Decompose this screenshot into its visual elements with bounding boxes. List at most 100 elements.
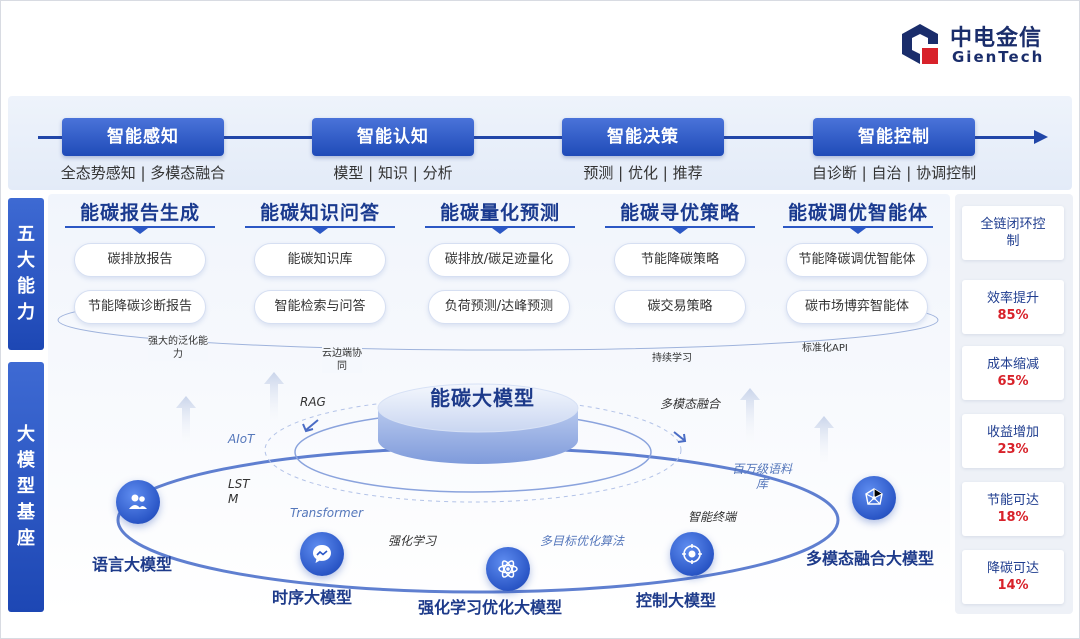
feature-cloud-edge: 云边端协 同 bbox=[322, 347, 362, 373]
side-char: 五 bbox=[17, 224, 35, 245]
tech-label-part: 库 bbox=[756, 477, 769, 491]
stat-label: 成本缩减 bbox=[986, 357, 1039, 372]
stat-card-carbon-reduction: 降碳可达 14% bbox=[962, 550, 1064, 604]
cap-item: 节能降碳调优智能体 bbox=[786, 243, 928, 277]
gientech-logo: 中电金信 GienTech bbox=[894, 18, 1064, 70]
model-control: 控制大模型 bbox=[636, 591, 717, 610]
side-char: 基 bbox=[17, 502, 35, 523]
chat-bubble-icon bbox=[300, 532, 344, 576]
up-arrow-icon bbox=[740, 388, 760, 450]
cap-item: 碳交易策略 bbox=[614, 290, 746, 324]
stat-label: 收益增加 bbox=[986, 425, 1039, 440]
stat-label-line2: 制 bbox=[1006, 234, 1020, 249]
tech-label-lstm: LST M bbox=[228, 477, 250, 507]
pill-cognition-sub: 模型 | 知识 | 分析 bbox=[333, 164, 453, 182]
side-char: 能 bbox=[17, 276, 35, 297]
feature-label: 云边端协 bbox=[322, 348, 362, 359]
side-char: 型 bbox=[17, 476, 35, 497]
cap-item: 能碳知识库 bbox=[254, 243, 386, 277]
stat-card-cost: 成本缩减 65% bbox=[962, 346, 1064, 400]
target-icon bbox=[670, 532, 714, 576]
cap-underline bbox=[65, 226, 215, 234]
network-icon bbox=[852, 476, 896, 520]
capability-ring bbox=[57, 300, 939, 351]
core-disk-top bbox=[377, 383, 579, 433]
orbit-arrow-icon bbox=[673, 431, 685, 441]
tech-label-rag: RAG bbox=[300, 395, 326, 409]
up-arrow-icon bbox=[176, 396, 196, 450]
up-arrows bbox=[176, 372, 834, 470]
model-rl-optimization: 强化学习优化大模型 bbox=[418, 598, 563, 617]
stat-value: 14% bbox=[997, 578, 1029, 593]
tech-label-terminal: 智能终端 bbox=[688, 510, 737, 524]
feature-generalization: 强大的泛化能 力 bbox=[148, 335, 208, 361]
feature-continuous-learning: 持续学习 bbox=[652, 352, 692, 365]
tech-label-aiot: AIoT bbox=[228, 432, 255, 446]
core-model-title: 能碳大模型 bbox=[430, 386, 535, 410]
stat-card-energy-saving: 节能可达 18% bbox=[962, 482, 1064, 536]
tech-label-moo: 多目标优化算法 bbox=[540, 534, 625, 548]
cap-underline bbox=[245, 226, 395, 234]
stats-panel bbox=[955, 194, 1073, 614]
stat-label: 效率提升 bbox=[986, 291, 1039, 306]
stat-label: 节能可达 bbox=[986, 493, 1039, 508]
cap-item: 碳市场博弈智能体 bbox=[786, 290, 928, 324]
feature-label: 强大的泛化能 bbox=[148, 336, 208, 347]
flow-arrow-head-icon bbox=[1034, 130, 1048, 144]
cap-title-strategy: 能碳寻优策略 bbox=[619, 202, 740, 224]
tech-label-transformer: Transformer bbox=[290, 506, 364, 520]
stat-value: 18% bbox=[997, 510, 1029, 525]
cap-item: 负荷预测/达峰预测 bbox=[428, 290, 570, 324]
stat-card-efficiency: 效率提升 85% bbox=[962, 280, 1064, 334]
orbit-arrow-icon bbox=[677, 433, 687, 443]
logo-mark-icon bbox=[902, 24, 938, 64]
feature-label: 力 bbox=[173, 349, 183, 360]
stat-value: 23% bbox=[997, 442, 1029, 457]
intelligence-flow-band: 智能感知 全态势感知 | 多模态融合 智能认知 模型 | 知识 | 分析 智能决… bbox=[8, 96, 1072, 190]
cap-title-qa: 能碳知识问答 bbox=[259, 202, 380, 224]
cap-title-report: 能碳报告生成 bbox=[79, 202, 200, 224]
stat-label: 降碳可达 bbox=[986, 561, 1039, 576]
pill-control-sub: 自诊断 | 自治 | 协调控制 bbox=[811, 164, 977, 182]
cap-item: 节能降碳策略 bbox=[614, 243, 746, 277]
cap-underline bbox=[783, 226, 933, 234]
logo-text-cn: 中电金信 bbox=[950, 26, 1043, 51]
cap-item: 智能检索与问答 bbox=[254, 290, 386, 324]
feature-standard-api: 标准化API bbox=[802, 342, 848, 355]
side-char: 力 bbox=[17, 302, 35, 323]
pill-perception: 智能感知 bbox=[62, 118, 224, 156]
tech-label-corpus: 百万级语料 库 bbox=[732, 462, 792, 492]
side-label-five-capabilities: 五 大 能 力 bbox=[8, 198, 44, 350]
pill-perception-sub: 全态势感知 | 多模态融合 bbox=[60, 164, 226, 182]
side-char: 座 bbox=[17, 528, 35, 549]
pill-control: 智能控制 bbox=[813, 118, 975, 156]
side-char: 模 bbox=[17, 450, 35, 471]
side-char: 大 bbox=[17, 250, 35, 271]
tech-label-part: 百万级语料 bbox=[732, 462, 793, 476]
stat-card-closed-loop: 全链闭环控 制 bbox=[962, 206, 1064, 260]
stat-value: 85% bbox=[997, 308, 1029, 323]
stat-value: 65% bbox=[997, 374, 1029, 389]
side-label-model-base: 大 模 型 基 座 bbox=[8, 362, 44, 612]
logo-text-en: GienTech bbox=[952, 48, 1045, 66]
pill-decision-sub: 预测 | 优化 | 推荐 bbox=[583, 164, 703, 182]
model-timeseries: 时序大模型 bbox=[272, 588, 353, 607]
feature-label: 同 bbox=[337, 361, 347, 372]
orbit-arrow-icon bbox=[302, 423, 314, 433]
stat-card-revenue: 收益增加 23% bbox=[962, 414, 1064, 468]
stat-label: 全链闭环控 bbox=[980, 217, 1046, 232]
cap-item: 节能降碳诊断报告 bbox=[74, 290, 206, 324]
pill-cognition: 智能认知 bbox=[312, 118, 474, 156]
cap-item: 碳排放/碳足迹量化 bbox=[428, 243, 570, 277]
cap-underline bbox=[605, 226, 755, 234]
orbit-arrow-icon bbox=[305, 419, 319, 431]
side-char: 大 bbox=[17, 424, 35, 445]
cap-title-agent: 能碳调优智能体 bbox=[787, 202, 928, 224]
people-icon bbox=[116, 480, 160, 524]
model-language: 语言大模型 bbox=[92, 555, 173, 574]
tech-label-part: M bbox=[228, 492, 239, 506]
inner-orbit-dashed bbox=[264, 397, 682, 503]
pill-decision: 智能决策 bbox=[562, 118, 724, 156]
model-base-diagram bbox=[57, 300, 939, 594]
atom-icon bbox=[486, 547, 530, 591]
